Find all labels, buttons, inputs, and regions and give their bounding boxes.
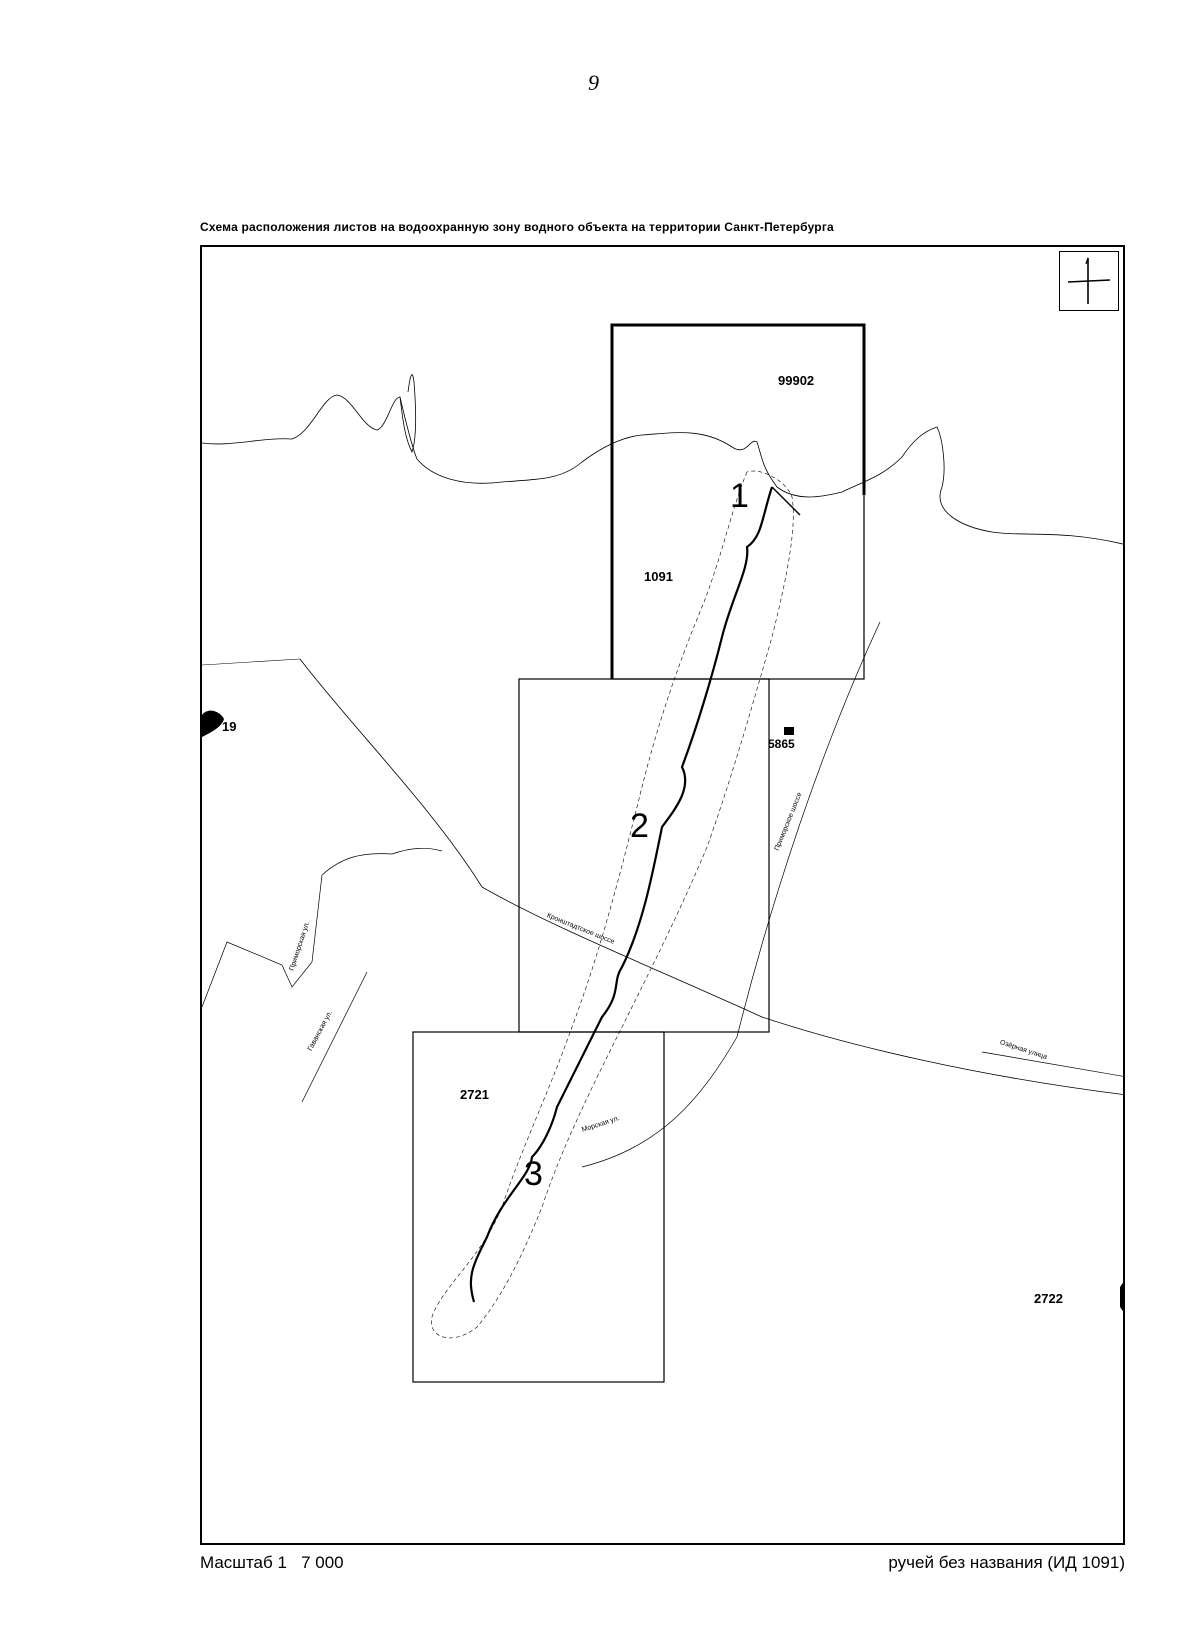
sheet-3-number: 3 (524, 1155, 543, 1193)
sheet-2-rect (518, 678, 770, 1033)
north-arrow-icon (1067, 257, 1111, 304)
scale-label: Масштаб 1 7 000 (200, 1553, 344, 1572)
parcel-5865-shape (784, 727, 794, 735)
parcel-19-shape (202, 710, 224, 737)
map-title: Схема расположения листов на водоохранну… (200, 220, 834, 234)
road-main (299, 658, 1123, 1095)
road-east (981, 1051, 1123, 1077)
map-canvas (202, 323, 1123, 1383)
parcel-19-label: 19 (222, 719, 237, 734)
sheet-3-rect (412, 1031, 665, 1383)
road-branch (202, 658, 301, 666)
parcel-99902-label: 99902 (778, 373, 815, 388)
parcel-2722-shape (1120, 1282, 1123, 1312)
stream (469, 486, 774, 1303)
parcel-5865-label: 5865 (768, 737, 795, 751)
stream-junction (771, 486, 801, 516)
north-arrow-box (1059, 251, 1119, 311)
sheet-1-number: 1 (730, 477, 749, 515)
parcel-2722-label: 2722 (1034, 1291, 1063, 1306)
page-number: 9 (588, 70, 599, 95)
water-zone-outline (431, 470, 794, 1339)
road-secondary (581, 621, 881, 1168)
sheet-2-number: 2 (630, 807, 649, 845)
parcel-1091-label: 1091 (644, 569, 673, 584)
road-west-2 (301, 971, 368, 1103)
map-frame: 99902 1091 19 5865 2721 2722 1 2 3 Кронш… (200, 245, 1125, 1545)
parcel-2721-label: 2721 (460, 1087, 489, 1102)
sheet-1-bold-edge (610, 323, 866, 679)
road-west (202, 847, 443, 1008)
coastline-inlet (399, 374, 417, 454)
object-name-label: ручей без названия (ИД 1091) (888, 1553, 1125, 1572)
coastline (202, 394, 1123, 545)
